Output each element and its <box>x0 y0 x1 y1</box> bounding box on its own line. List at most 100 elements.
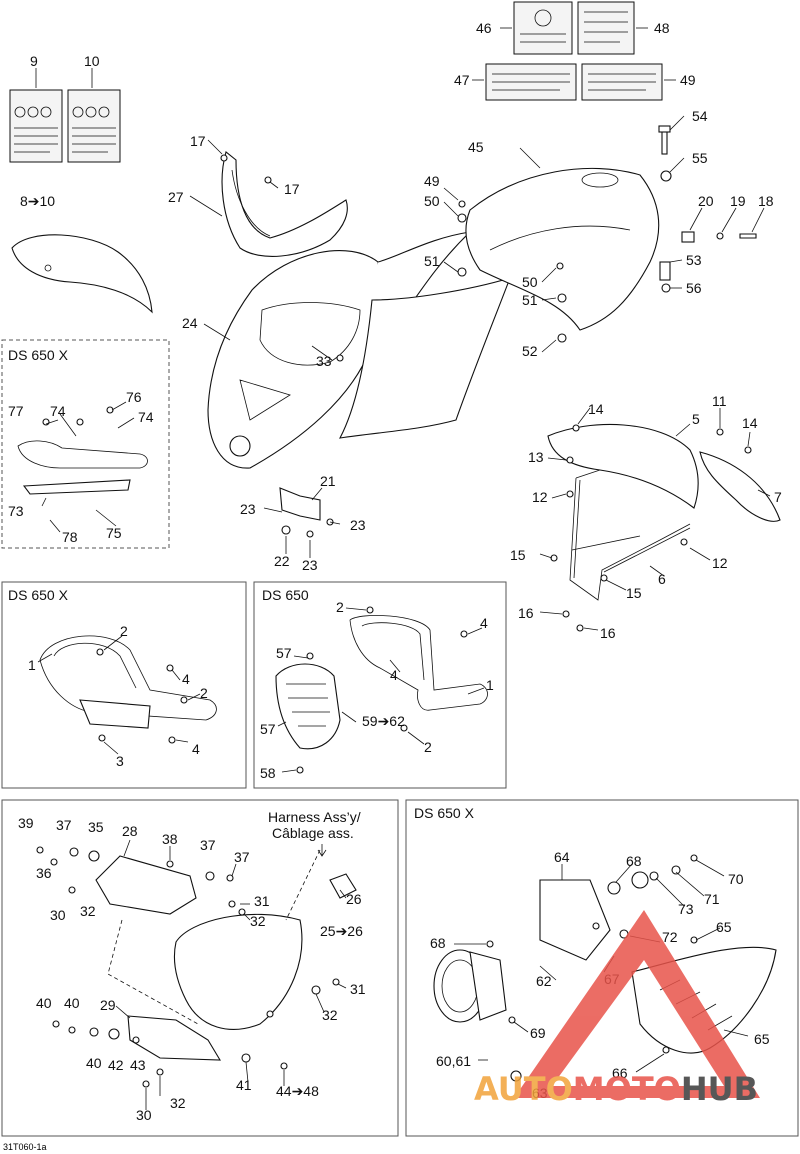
frame-ds650x-mid <box>1 581 247 789</box>
callout-18: 18 <box>758 193 774 209</box>
callout-20: 20 <box>698 193 714 209</box>
callout-55: 56 <box>686 280 702 296</box>
callout-17b: 17 <box>284 181 300 197</box>
callout-41: 42 <box>108 1057 124 1073</box>
callout-35: 36 <box>36 865 52 881</box>
callout-76: 76 <box>126 389 142 405</box>
callout-5: 5 <box>692 411 700 427</box>
callout-12b: 12 <box>712 555 728 571</box>
hardware-markers <box>36 154 752 1088</box>
callout-40c: 41 <box>236 1077 252 1093</box>
rear-fender-part <box>547 424 699 509</box>
decal-48 <box>581 63 663 101</box>
screw-18 <box>739 233 757 239</box>
callout-1b: 1 <box>486 677 494 693</box>
callout-44-48: 45 <box>468 139 484 155</box>
callout-58: 59➔62 <box>362 713 405 729</box>
callout-1a: 1 <box>28 657 36 673</box>
callout-30b: 30 <box>136 1107 152 1123</box>
callout-9: 9 <box>30 53 38 69</box>
callout-43: 44➔48 <box>276 1083 319 1099</box>
callout-49b: 50 <box>522 274 538 290</box>
front-bumper-ds650x-part <box>39 635 217 729</box>
headlight-lower-bracket-29 <box>127 1015 221 1061</box>
bracket-21 <box>279 487 321 521</box>
callout-78: 78 <box>62 529 78 545</box>
callout-32c: 32 <box>322 1007 338 1023</box>
callout-48: 49 <box>680 72 696 88</box>
callout-23b: 23 <box>350 517 366 533</box>
front-nose-panel-part <box>207 250 381 469</box>
callout-2a: 2 <box>120 623 128 639</box>
callout-21: 21 <box>320 473 336 489</box>
callout-25-26: 25➔26 <box>320 923 363 939</box>
callout-46: 47 <box>454 72 470 88</box>
callout-50a: 50 <box>424 193 440 209</box>
frame-ds650x-top <box>1 339 170 549</box>
callout-51b: 52 <box>522 343 538 359</box>
nut-55 <box>661 283 671 293</box>
callout-8-10: 8➔10 <box>20 193 55 209</box>
watermark-text-hub: HUB <box>681 1070 758 1108</box>
callout-56: 57 <box>260 721 276 737</box>
callout-labels: 9 10 8➔10 46 48 47 49 45 17 17 27 24 33 … <box>8 20 782 1123</box>
callout-32a: 32 <box>80 903 96 919</box>
callout-2d: 2 <box>424 739 432 755</box>
callout-7: 7 <box>774 489 782 505</box>
windshield-part <box>221 151 348 257</box>
callout-52: 53 <box>686 252 702 268</box>
bulb-socket-26 <box>329 873 357 899</box>
callout-39: 40 <box>36 995 52 1011</box>
callout-2b: 2 <box>200 685 208 701</box>
callout-13: 13 <box>528 449 544 465</box>
callout-37b: 38 <box>162 831 178 847</box>
callout-10: 10 <box>84 53 100 69</box>
callout-59-62: 60,61 <box>436 1053 471 1069</box>
bolt-53 <box>658 125 671 155</box>
callout-26: 26 <box>346 891 362 907</box>
svg-text:AUTOMOTOHUB: AUTOMOTOHUB <box>474 1070 758 1108</box>
nut-67 <box>607 881 621 895</box>
section-title-ds650x-top: DS 650 X <box>8 347 69 363</box>
mud-flap-part <box>699 451 781 522</box>
callout-4c: 4 <box>480 615 488 631</box>
callout-63: 64 <box>554 849 570 865</box>
callout-12a: 12 <box>532 489 548 505</box>
callout-2c: 2 <box>336 599 344 615</box>
callout-65b: 66 <box>612 1065 628 1081</box>
callout-15b: 15 <box>626 585 642 601</box>
drawing-code: 31T060-1a <box>3 1142 47 1152</box>
front-bumper-ds650-part <box>349 615 488 711</box>
callout-19: 19 <box>730 193 746 209</box>
callout-32b: 32 <box>250 913 266 929</box>
section-title-ds650-mid: DS 650 <box>262 587 309 603</box>
callout-57a: 57 <box>276 645 292 661</box>
callout-28: 28 <box>122 823 138 839</box>
callout-65a: 65 <box>716 919 732 935</box>
callout-69: 70 <box>728 871 744 887</box>
grommet-20 <box>681 231 695 243</box>
callout-37a: 37 <box>56 817 72 833</box>
callout-37c: 37 <box>200 837 216 853</box>
callout-40b: 40 <box>86 1055 102 1071</box>
callout-4a: 4 <box>182 671 190 687</box>
callout-23a: 23 <box>240 501 256 517</box>
headlight-assembly-part <box>433 949 507 1023</box>
callout-54: 55 <box>692 150 708 166</box>
callout-15a: 15 <box>510 547 526 563</box>
callout-64: 65 <box>754 1031 770 1047</box>
callout-38: 39 <box>18 815 34 831</box>
washer-54 <box>660 170 672 182</box>
spacer-52 <box>659 261 671 281</box>
callout-4b: 4 <box>192 741 200 757</box>
callout-4d: 4 <box>390 667 398 683</box>
callout-32d: 32 <box>170 1095 186 1111</box>
side-panel-part <box>339 277 511 439</box>
front-bumper-small-part <box>17 406 148 495</box>
callout-29: 29 <box>100 997 116 1013</box>
frame-ds650x-bottom <box>405 799 799 1137</box>
section-title-ds650x-mid: DS 650 X <box>8 587 69 603</box>
callout-74b: 74 <box>138 409 154 425</box>
front-fender-part <box>11 234 153 314</box>
callout-17a: 17 <box>190 133 206 149</box>
